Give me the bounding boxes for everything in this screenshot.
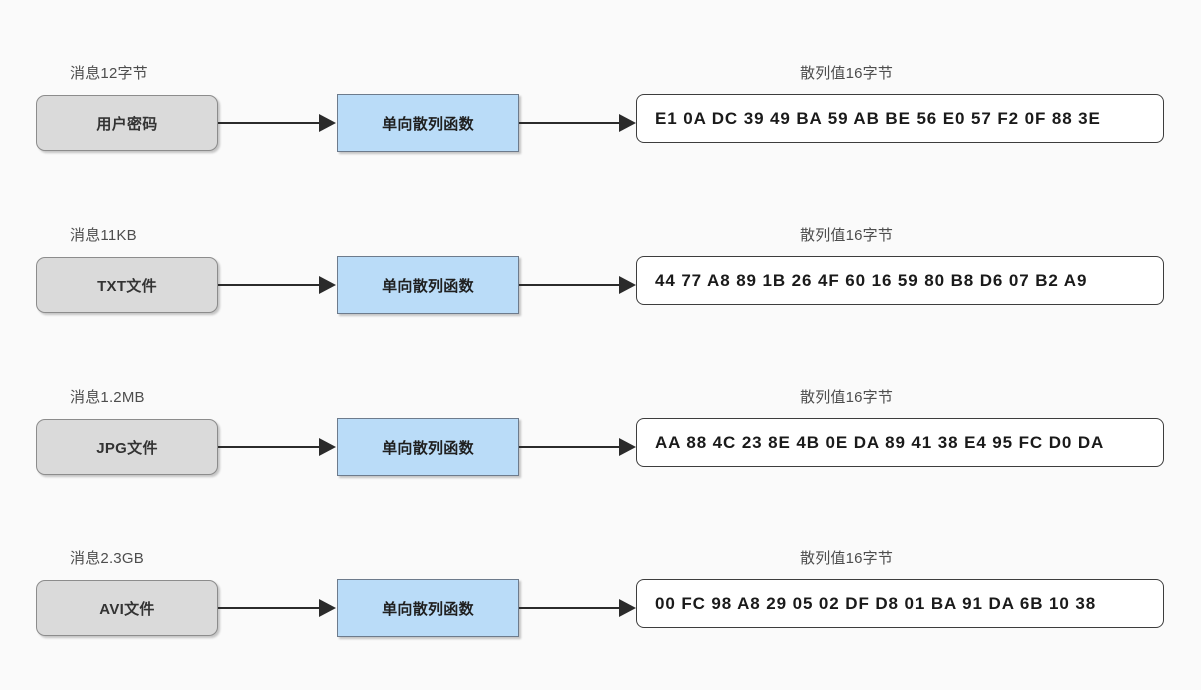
arrow-head-icon xyxy=(619,276,636,294)
hash-function-label: 单向散列函数 xyxy=(382,277,474,295)
arrow-head-icon xyxy=(319,114,336,132)
source-message-label: TXT文件 xyxy=(97,277,157,295)
diagram-row: 消息11KB TXT文件 单向散列函数 散列值16字节 44 77 A8 89 … xyxy=(0,207,1201,367)
hash-function-label: 单向散列函数 xyxy=(382,600,474,618)
connector-line-function-to-hash xyxy=(519,607,619,609)
hash-value-label: 00 FC 98 A8 29 05 02 DF D8 01 BA 91 DA 6… xyxy=(655,593,1097,613)
source-message-box: AVI文件 xyxy=(36,580,218,636)
connector-line-function-to-hash xyxy=(519,122,619,124)
source-message-box: TXT文件 xyxy=(36,257,218,313)
arrow-head-icon xyxy=(319,599,336,617)
connector-line-source-to-function xyxy=(218,122,319,124)
arrow-head-icon xyxy=(619,438,636,456)
arrow-head-icon xyxy=(619,114,636,132)
connector-line-function-to-hash xyxy=(519,284,619,286)
hash-size-caption: 散列值16字节 xyxy=(800,227,894,244)
arrow-head-icon xyxy=(619,599,636,617)
message-size-caption: 消息12字节 xyxy=(70,65,148,82)
hash-function-label: 单向散列函数 xyxy=(382,115,474,133)
hash-size-caption: 散列值16字节 xyxy=(800,65,894,82)
hash-value-label: AA 88 4C 23 8E 4B 0E DA 89 41 38 E4 95 F… xyxy=(655,432,1105,452)
source-message-label: JPG文件 xyxy=(96,439,158,457)
hash-function-box: 单向散列函数 xyxy=(337,94,519,152)
hash-function-box: 单向散列函数 xyxy=(337,418,519,476)
arrow-head-icon xyxy=(319,438,336,456)
message-size-caption: 消息2.3GB xyxy=(70,550,144,567)
hash-value-box: AA 88 4C 23 8E 4B 0E DA 89 41 38 E4 95 F… xyxy=(636,418,1164,467)
connector-line-source-to-function xyxy=(218,446,319,448)
diagram-row: 消息2.3GB AVI文件 单向散列函数 散列值16字节 00 FC 98 A8… xyxy=(0,530,1201,690)
hash-function-box: 单向散列函数 xyxy=(337,256,519,314)
hash-function-label: 单向散列函数 xyxy=(382,439,474,457)
source-message-label: 用户密码 xyxy=(96,115,158,133)
hash-size-caption: 散列值16字节 xyxy=(800,550,894,567)
message-size-caption: 消息1.2MB xyxy=(70,389,145,406)
arrow-head-icon xyxy=(319,276,336,294)
hash-value-label: E1 0A DC 39 49 BA 59 AB BE 56 E0 57 F2 0… xyxy=(655,108,1101,128)
source-message-box: 用户密码 xyxy=(36,95,218,151)
message-size-caption: 消息11KB xyxy=(70,227,137,244)
hash-value-label: 44 77 A8 89 1B 26 4F 60 16 59 80 B8 D6 0… xyxy=(655,270,1088,290)
diagram-row: 消息1.2MB JPG文件 单向散列函数 散列值16字节 AA 88 4C 23… xyxy=(0,369,1201,529)
hash-value-box: 00 FC 98 A8 29 05 02 DF D8 01 BA 91 DA 6… xyxy=(636,579,1164,628)
hash-value-box: E1 0A DC 39 49 BA 59 AB BE 56 E0 57 F2 0… xyxy=(636,94,1164,143)
connector-line-function-to-hash xyxy=(519,446,619,448)
source-message-box: JPG文件 xyxy=(36,419,218,475)
connector-line-source-to-function xyxy=(218,607,319,609)
diagram-row: 消息12字节 用户密码 单向散列函数 散列值16字节 E1 0A DC 39 4… xyxy=(0,45,1201,205)
hash-value-box: 44 77 A8 89 1B 26 4F 60 16 59 80 B8 D6 0… xyxy=(636,256,1164,305)
source-message-label: AVI文件 xyxy=(99,600,155,618)
hash-function-box: 单向散列函数 xyxy=(337,579,519,637)
connector-line-source-to-function xyxy=(218,284,319,286)
hash-size-caption: 散列值16字节 xyxy=(800,389,894,406)
